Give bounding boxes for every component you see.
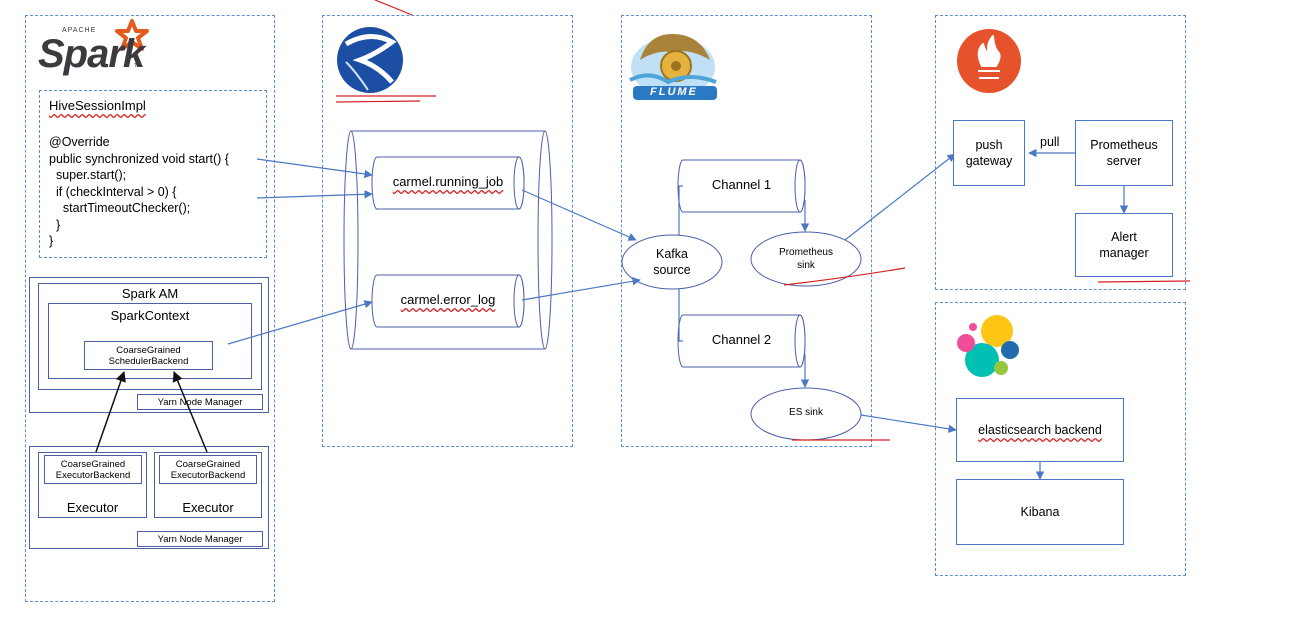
kibana-label: Kibana [1020, 505, 1060, 519]
alert-manager-box: Alert manager [1075, 213, 1173, 277]
node-manager-2-label: Yarn Node Manager [137, 531, 263, 547]
spark-logo-tm: TM [134, 63, 142, 69]
scheduler-backend-line1: CoarseGrained [116, 344, 181, 356]
code-line: @Override [49, 135, 110, 149]
code-line: public synchronized void start() { [49, 151, 229, 166]
channel-2-label: Channel 2 [711, 332, 772, 347]
executor-backend-1: CoarseGrained ExecutorBackend [44, 455, 142, 484]
scheduler-backend-box: CoarseGrained SchedulerBackend [84, 341, 213, 370]
executor-backend-line1: CoarseGrained [175, 458, 241, 470]
alert-manager-line1: Alert [1111, 230, 1137, 244]
channel-1-label: Channel 1 [711, 177, 772, 192]
node-manager-1-label: Yarn Node Manager [137, 394, 263, 410]
executor-backend-line1: CoarseGrained [60, 458, 126, 470]
prometheus-sink-label: Prometheus sink [751, 246, 861, 272]
prometheus-server-line1: Prometheus [1090, 138, 1158, 152]
push-gateway-box: push gateway [953, 120, 1025, 186]
pull-label: pull [1040, 135, 1060, 149]
prometheus-sink-line1: Prometheus [779, 247, 833, 258]
kafka-panel [322, 15, 573, 447]
code-line: super.start(); [49, 168, 127, 182]
executor-backend-line2: ExecutorBackend [170, 469, 246, 481]
alert-manager-line2: manager [1099, 246, 1149, 260]
prometheus-server-box: Prometheus server [1075, 120, 1173, 186]
spark-star-icon [115, 19, 149, 51]
kibana-box: Kibana [956, 479, 1124, 545]
spark-logo: APACHE Spark TM [38, 18, 153, 78]
flume-panel [621, 15, 872, 447]
code-line: } [49, 217, 61, 232]
push-gateway-line1: push [975, 138, 1003, 152]
code-title: HiveSessionImpl [49, 98, 146, 113]
prometheus-panel [935, 15, 1186, 290]
es-sink-label: ES sink [789, 407, 823, 418]
kafka-source-line2: source [653, 263, 691, 277]
kafka-source-line1: Kafka [656, 247, 688, 261]
elasticsearch-backend-box: elasticsearch backend [956, 398, 1124, 462]
executor-label-1: Executor [66, 500, 119, 515]
spark-logo-word: Spark [38, 32, 145, 76]
elastic-panel [935, 302, 1186, 576]
spark-context-title: SparkContext [110, 308, 190, 323]
flume-logo-word: FLUME [650, 86, 698, 98]
scheduler-backend-line2: SchedulerBackend [108, 355, 189, 367]
elasticsearch-backend-label: elasticsearch backend [978, 423, 1102, 437]
executor-backend-line2: ExecutorBackend [55, 469, 131, 481]
code-line: if (checkInterval > 0) { [49, 184, 177, 199]
executor-label-2: Executor [182, 500, 234, 515]
prometheus-server-line2: server [1106, 154, 1142, 168]
code-block: @Override public synchronized void start… [49, 134, 229, 250]
code-line: } [49, 234, 54, 248]
kafka-source-label: Kafka source [622, 246, 722, 278]
code-line: startTimeoutChecker(); [49, 201, 191, 215]
spark-am-title: Spark AM [121, 286, 179, 301]
push-gateway-line2: gateway [965, 154, 1013, 168]
executor-backend-2: CoarseGrained ExecutorBackend [159, 455, 257, 484]
topic-error-log: carmel.error_log [400, 292, 496, 307]
topic-running-job: carmel.running_job [392, 174, 504, 189]
spark-logo-apache: APACHE [62, 27, 97, 34]
prometheus-sink-line2: sink [797, 260, 815, 271]
